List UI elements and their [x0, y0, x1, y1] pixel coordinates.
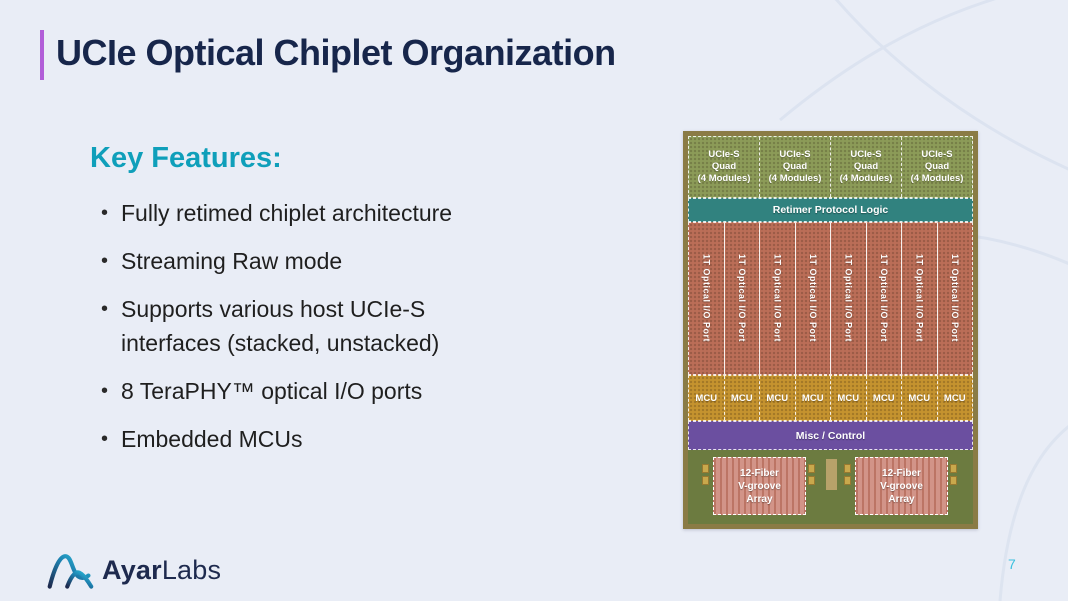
mcu-label: MCU — [837, 392, 860, 404]
key-features-list: • Fully retimed chiplet architecture • Stre… — [101, 196, 531, 470]
mcu-row: MCU MCU MCU MCU MCU MCU MCU MCU — [688, 375, 973, 421]
mcu-cell: MCU — [937, 376, 972, 420]
mcu-label: MCU — [801, 392, 824, 404]
optical-io-port-column: 1T Optical I/O Port — [795, 223, 831, 374]
logo-text-labs: Labs — [161, 554, 222, 585]
misc-band: Misc / Control — [688, 421, 973, 450]
mcu-cell: MCU — [689, 376, 725, 420]
ports-row: 1T Optical I/O Port 1T Optical I/O Port 1T… — [688, 222, 973, 375]
key-feature-item: • Streaming Raw mode — [101, 244, 531, 278]
bullet-icon: • — [101, 202, 109, 224]
ayarlabs-logo: AyarLabs — [46, 549, 221, 591]
optical-io-port-column: 1T Optical I/O Port — [866, 223, 902, 374]
bullet-icon: • — [101, 298, 109, 320]
mcu-label: MCU — [872, 392, 895, 404]
ucie-quad-label-line: (4 Modules) — [910, 173, 964, 184]
ucie-quad-label-line: Quad — [853, 161, 879, 172]
key-feature-item: • Fully retimed chiplet architecture — [101, 196, 531, 230]
retimer-label: Retimer Protocol Logic — [772, 204, 889, 216]
optical-io-port-label: 1T Optical I/O Port — [949, 254, 960, 343]
bullet-icon: • — [101, 428, 109, 450]
key-feature-item: • Supports various host UCIe-S interfaces… — [101, 292, 531, 360]
page-number: 7 — [1008, 556, 1016, 572]
mcu-cell: MCU — [866, 376, 902, 420]
optical-io-port-column: 1T Optical I/O Port — [724, 223, 760, 374]
bullet-icon: • — [101, 250, 109, 272]
mcu-cell: MCU — [831, 376, 867, 420]
center-alignment-bar — [826, 459, 837, 490]
ucie-quad-label-line: (4 Modules) — [768, 173, 822, 184]
ayarlabs-logo-icon — [47, 554, 94, 589]
mcu-cell: MCU — [795, 376, 831, 420]
optical-io-port-label: 1T Optical I/O Port — [736, 254, 747, 343]
optical-io-port-label: 1T Optical I/O Port — [772, 254, 783, 343]
key-feature-text: Fully retimed chiplet architecture — [121, 200, 453, 226]
optical-io-port-column: 1T Optical I/O Port — [689, 223, 725, 374]
optical-io-port-column: 1T Optical I/O Port — [937, 223, 972, 374]
mcu-label: MCU — [730, 392, 753, 404]
ucie-quad-label-line: UCIe-S — [921, 149, 953, 160]
mcu-label: MCU — [766, 392, 789, 404]
title-accent-bar — [40, 30, 44, 80]
vgroove-label-line: Array — [888, 493, 915, 505]
logo-text-ayar: Ayar — [102, 554, 162, 585]
bond-pads — [950, 464, 957, 488]
vgroove-label-line: V-groove — [880, 480, 923, 492]
ucie-quad-label-line: (4 Modules) — [839, 173, 893, 184]
mcu-label: MCU — [695, 392, 718, 404]
key-feature-text: 8 TeraPHY™ optical I/O ports — [121, 378, 423, 404]
mcu-cell: MCU — [902, 376, 938, 420]
misc-label: Misc / Control — [795, 429, 866, 442]
mcu-cell: MCU — [724, 376, 760, 420]
ayarlabs-logo-text: AyarLabs — [102, 555, 221, 586]
mcu-label: MCU — [943, 392, 966, 404]
ucie-quad-label-line: Quad — [711, 161, 737, 172]
vgroove-label-line: 12-Fiber — [882, 467, 921, 479]
key-feature-item: • 8 TeraPHY™ optical I/O ports — [101, 374, 531, 408]
retimer-band: Retimer Protocol Logic — [688, 198, 973, 222]
vgroove-label-line: V-groove — [738, 480, 781, 492]
ucie-quad-label-line: UCIe-S — [779, 149, 811, 160]
bond-pads — [808, 464, 815, 488]
ucie-quad-label-line: (4 Modules) — [697, 173, 751, 184]
optical-io-port-label: 1T Optical I/O Port — [701, 254, 712, 343]
key-feature-item: • Embedded MCUs — [101, 422, 531, 456]
bond-pads — [844, 464, 851, 488]
bond-pads — [702, 464, 709, 488]
ucie-quad-label-line: Quad — [924, 161, 950, 172]
title-block: UCIe Optical Chiplet Organization — [40, 26, 616, 80]
mcu-label: MCU — [908, 392, 931, 404]
optical-io-port-column: 1T Optical I/O Port — [760, 223, 796, 374]
page-title: UCIe Optical Chiplet Organization — [56, 32, 616, 73]
key-feature-text: Supports various host UCIe-S interfaces … — [121, 296, 440, 356]
ucie-quad-label-line: Quad — [782, 161, 808, 172]
key-features-heading: Key Features: — [90, 142, 282, 174]
optical-io-port-label: 1T Optical I/O Port — [807, 254, 818, 343]
optical-io-port-label: 1T Optical I/O Port — [914, 254, 925, 343]
ucie-quad-label-line: UCIe-S — [850, 149, 882, 160]
vgroove-label-line: 12-Fiber — [740, 467, 779, 479]
key-feature-text: Streaming Raw mode — [121, 248, 343, 274]
ucie-quad-label-line: UCIe-S — [708, 149, 740, 160]
optical-io-port-column: 1T Optical I/O Port — [831, 223, 867, 374]
vgroove-label-line: Array — [746, 493, 773, 505]
optical-io-port-column: 1T Optical I/O Port — [902, 223, 938, 374]
bullet-icon: • — [101, 380, 109, 402]
optical-io-port-label: 1T Optical I/O Port — [878, 254, 889, 343]
mcu-cell: MCU — [760, 376, 796, 420]
key-feature-text: Embedded MCUs — [121, 426, 303, 452]
optical-io-port-label: 1T Optical I/O Port — [843, 254, 854, 343]
